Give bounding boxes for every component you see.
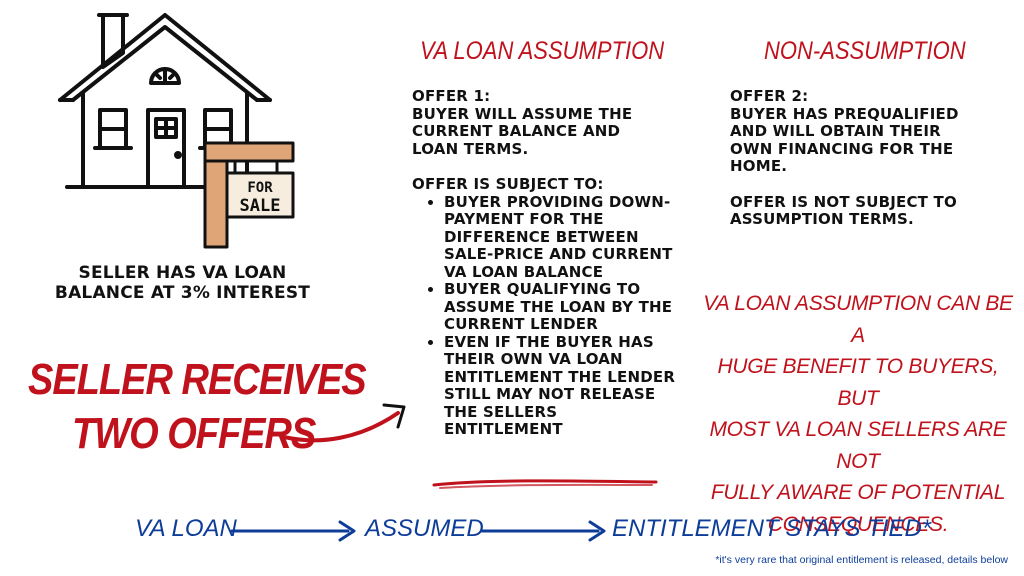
flow-step-va-loan: VA LOAN (135, 515, 237, 542)
list-item: BUYER PROVIDING DOWN-PAYMENT FOR THE DIF… (444, 193, 679, 282)
assumption-title: VA LOAN ASSUMPTION (420, 36, 665, 65)
assumption-warning: VA LOAN ASSUMPTION CAN BE A HUGE BENEFIT… (700, 288, 1016, 540)
curved-arrow-icon (282, 403, 406, 443)
flow-step-assumed: ASSUMED (365, 515, 484, 542)
seller-balance-caption: SELLER HAS VA LOAN BALANCE AT 3% INTERES… (54, 263, 311, 303)
offer1-text: BUYER WILL ASSUME THE CURRENT BALANCE AN… (412, 104, 633, 158)
flow-footnote: *it's very rare that original entitlemen… (715, 554, 1008, 566)
flow-step-entitlement: ENTITLEMENT STAYS TIED* (612, 515, 932, 542)
warning-line: MOST VA LOAN SELLERS ARE NOT (709, 418, 1007, 473)
warning-line: CONSEQUENCES. (767, 512, 949, 536)
underline-stroke (432, 479, 658, 489)
non-assumption-title: NON-ASSUMPTION (764, 36, 966, 65)
offer2-text: BUYER HAS PREQUALIFIED AND WILL OBTAIN T… (730, 104, 959, 175)
flow-arrow-icon (230, 520, 356, 542)
sign-for-text: FOR (247, 180, 273, 196)
assumption-column: OFFER 1: BUYER WILL ASSUME THE CURRENT B… (412, 87, 682, 439)
sign-sale-text: SALE (240, 196, 281, 216)
offer2-label: OFFER 2: (730, 87, 809, 105)
offer2-subject-text: OFFER IS NOT SUBJECT TO ASSUMPTION TERMS… (730, 192, 957, 228)
offer1-subject-label: OFFER IS SUBJECT TO: (412, 175, 604, 193)
offer1-conditions-list: BUYER PROVIDING DOWN-PAYMENT FOR THE DIF… (412, 193, 679, 439)
warning-line: VA LOAN ASSUMPTION CAN BE A (703, 292, 1013, 347)
house-for-sale-illustration: FOR SALE (58, 13, 295, 249)
seller-receives-heading-line2: TWO OFFERS (72, 410, 316, 459)
flow-arrow-icon (480, 520, 606, 542)
non-assumption-column: OFFER 2: BUYER HAS PREQUALIFIED AND WILL… (730, 87, 990, 229)
list-item: EVEN IF THE BUYER HAS THEIR OWN VA LOAN … (444, 333, 679, 439)
offer1-label: OFFER 1: (412, 87, 491, 105)
seller-receives-heading-line1: SELLER RECEIVES (28, 356, 367, 405)
warning-line: HUGE BENEFIT TO BUYERS, BUT (717, 355, 999, 410)
list-item: BUYER QUALIFYING TO ASSUME THE LOAN BY T… (444, 280, 679, 334)
warning-line: FULLY AWARE OF POTENTIAL (710, 481, 1006, 504)
